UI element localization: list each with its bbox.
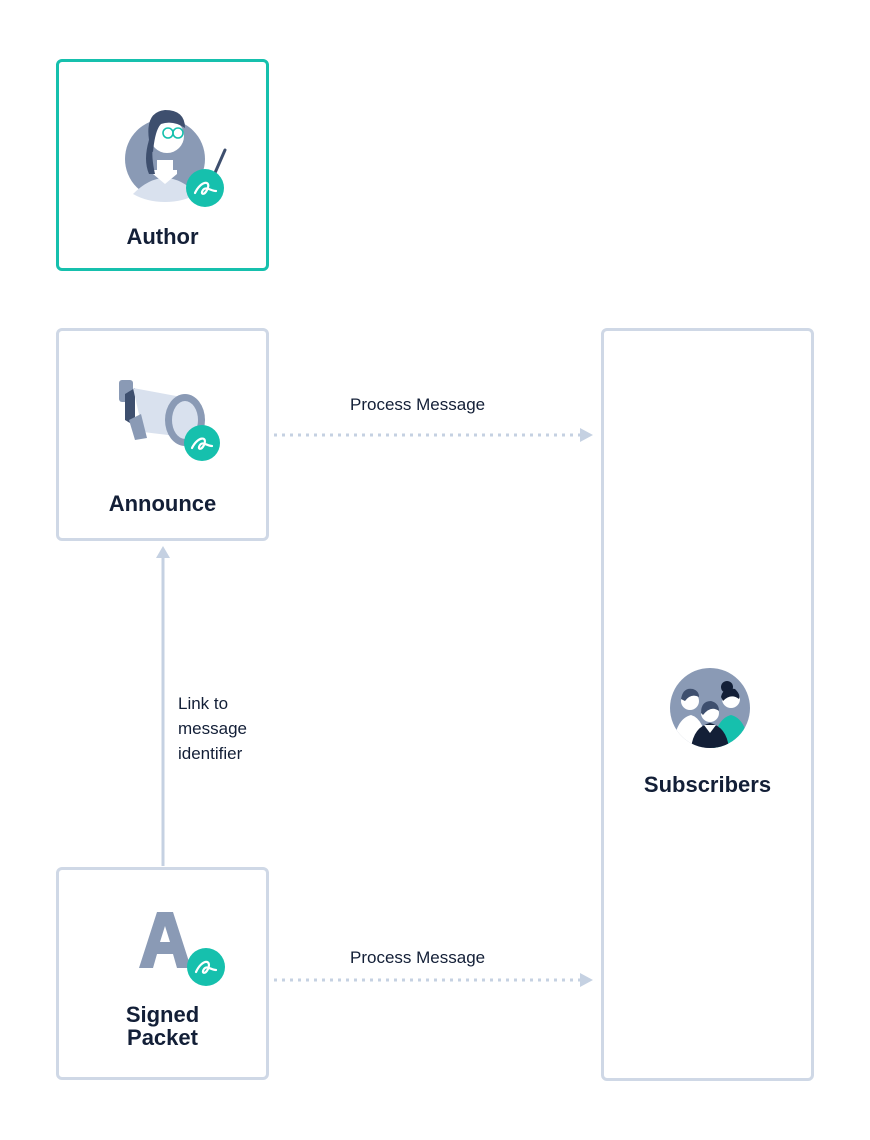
author-node[interactable]: Author — [56, 59, 269, 271]
announce-node[interactable]: Announce — [56, 328, 269, 541]
arrowhead-packet-to-subscribers — [580, 973, 593, 987]
edge-label-packet-to-announce-line3: identifier — [178, 744, 243, 763]
letter-a-icon — [139, 912, 225, 986]
edge-label-packet-to-announce: Link to message identifier — [178, 691, 247, 766]
signed-packet-label-line2: Packet — [127, 1025, 198, 1050]
megaphone-icon — [119, 380, 220, 461]
edge-label-packet-to-announce-line2: message — [178, 719, 247, 738]
arrowhead-packet-to-announce — [156, 546, 170, 558]
edge-label-packet-to-announce-line1: Link to — [178, 694, 229, 713]
edge-label-packet-to-subscribers: Process Message — [350, 948, 486, 967]
signed-packet-node[interactable]: Signed Packet — [56, 867, 269, 1080]
arrowhead-announce-to-subscribers — [580, 428, 593, 442]
author-avatar-icon — [125, 110, 227, 207]
author-label: Author — [126, 224, 199, 249]
edge-label-announce-to-subscribers: Process Message — [350, 395, 486, 414]
subscribers-node[interactable]: Subscribers — [601, 328, 814, 1081]
announce-label: Announce — [108, 491, 217, 516]
signed-packet-label-line1: Signed — [125, 1002, 200, 1027]
subscribers-group-icon — [670, 668, 750, 748]
subscribers-label: Subscribers — [643, 772, 772, 797]
